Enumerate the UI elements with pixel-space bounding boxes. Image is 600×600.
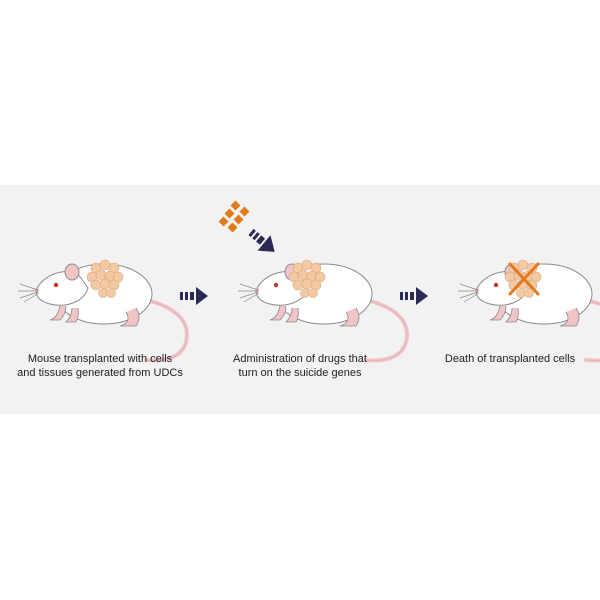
diagram-canvas	[16, 200, 600, 363]
process-arrow-1-icon	[180, 287, 208, 305]
step-2-caption-line-1: Administration of drugs that	[233, 353, 367, 365]
mouse-1-icon	[16, 259, 189, 363]
step-3-caption: Death of transplanted cells	[420, 352, 600, 366]
step-2-caption: Administration of drugs that turn on the…	[200, 352, 400, 380]
drug-icon	[218, 200, 250, 233]
mouse-2-icon	[236, 259, 409, 363]
dead-cells-icon	[504, 259, 542, 298]
process-arrow-2-icon	[400, 287, 428, 305]
drug-arrow-icon	[248, 228, 275, 252]
mouse-3-icon	[456, 259, 600, 363]
step-2-caption-line-2: turn on the suicide genes	[238, 367, 362, 379]
step-1-caption-line-1: Mouse transplanted with cells	[27, 353, 173, 365]
step-3-caption-line-1: Death of transplanted cells	[444, 353, 576, 365]
step-1-caption-line-2: and tissues generated from UDCs	[17, 367, 183, 379]
step-1-caption: Mouse transplanted with cells and tissue…	[0, 352, 200, 380]
